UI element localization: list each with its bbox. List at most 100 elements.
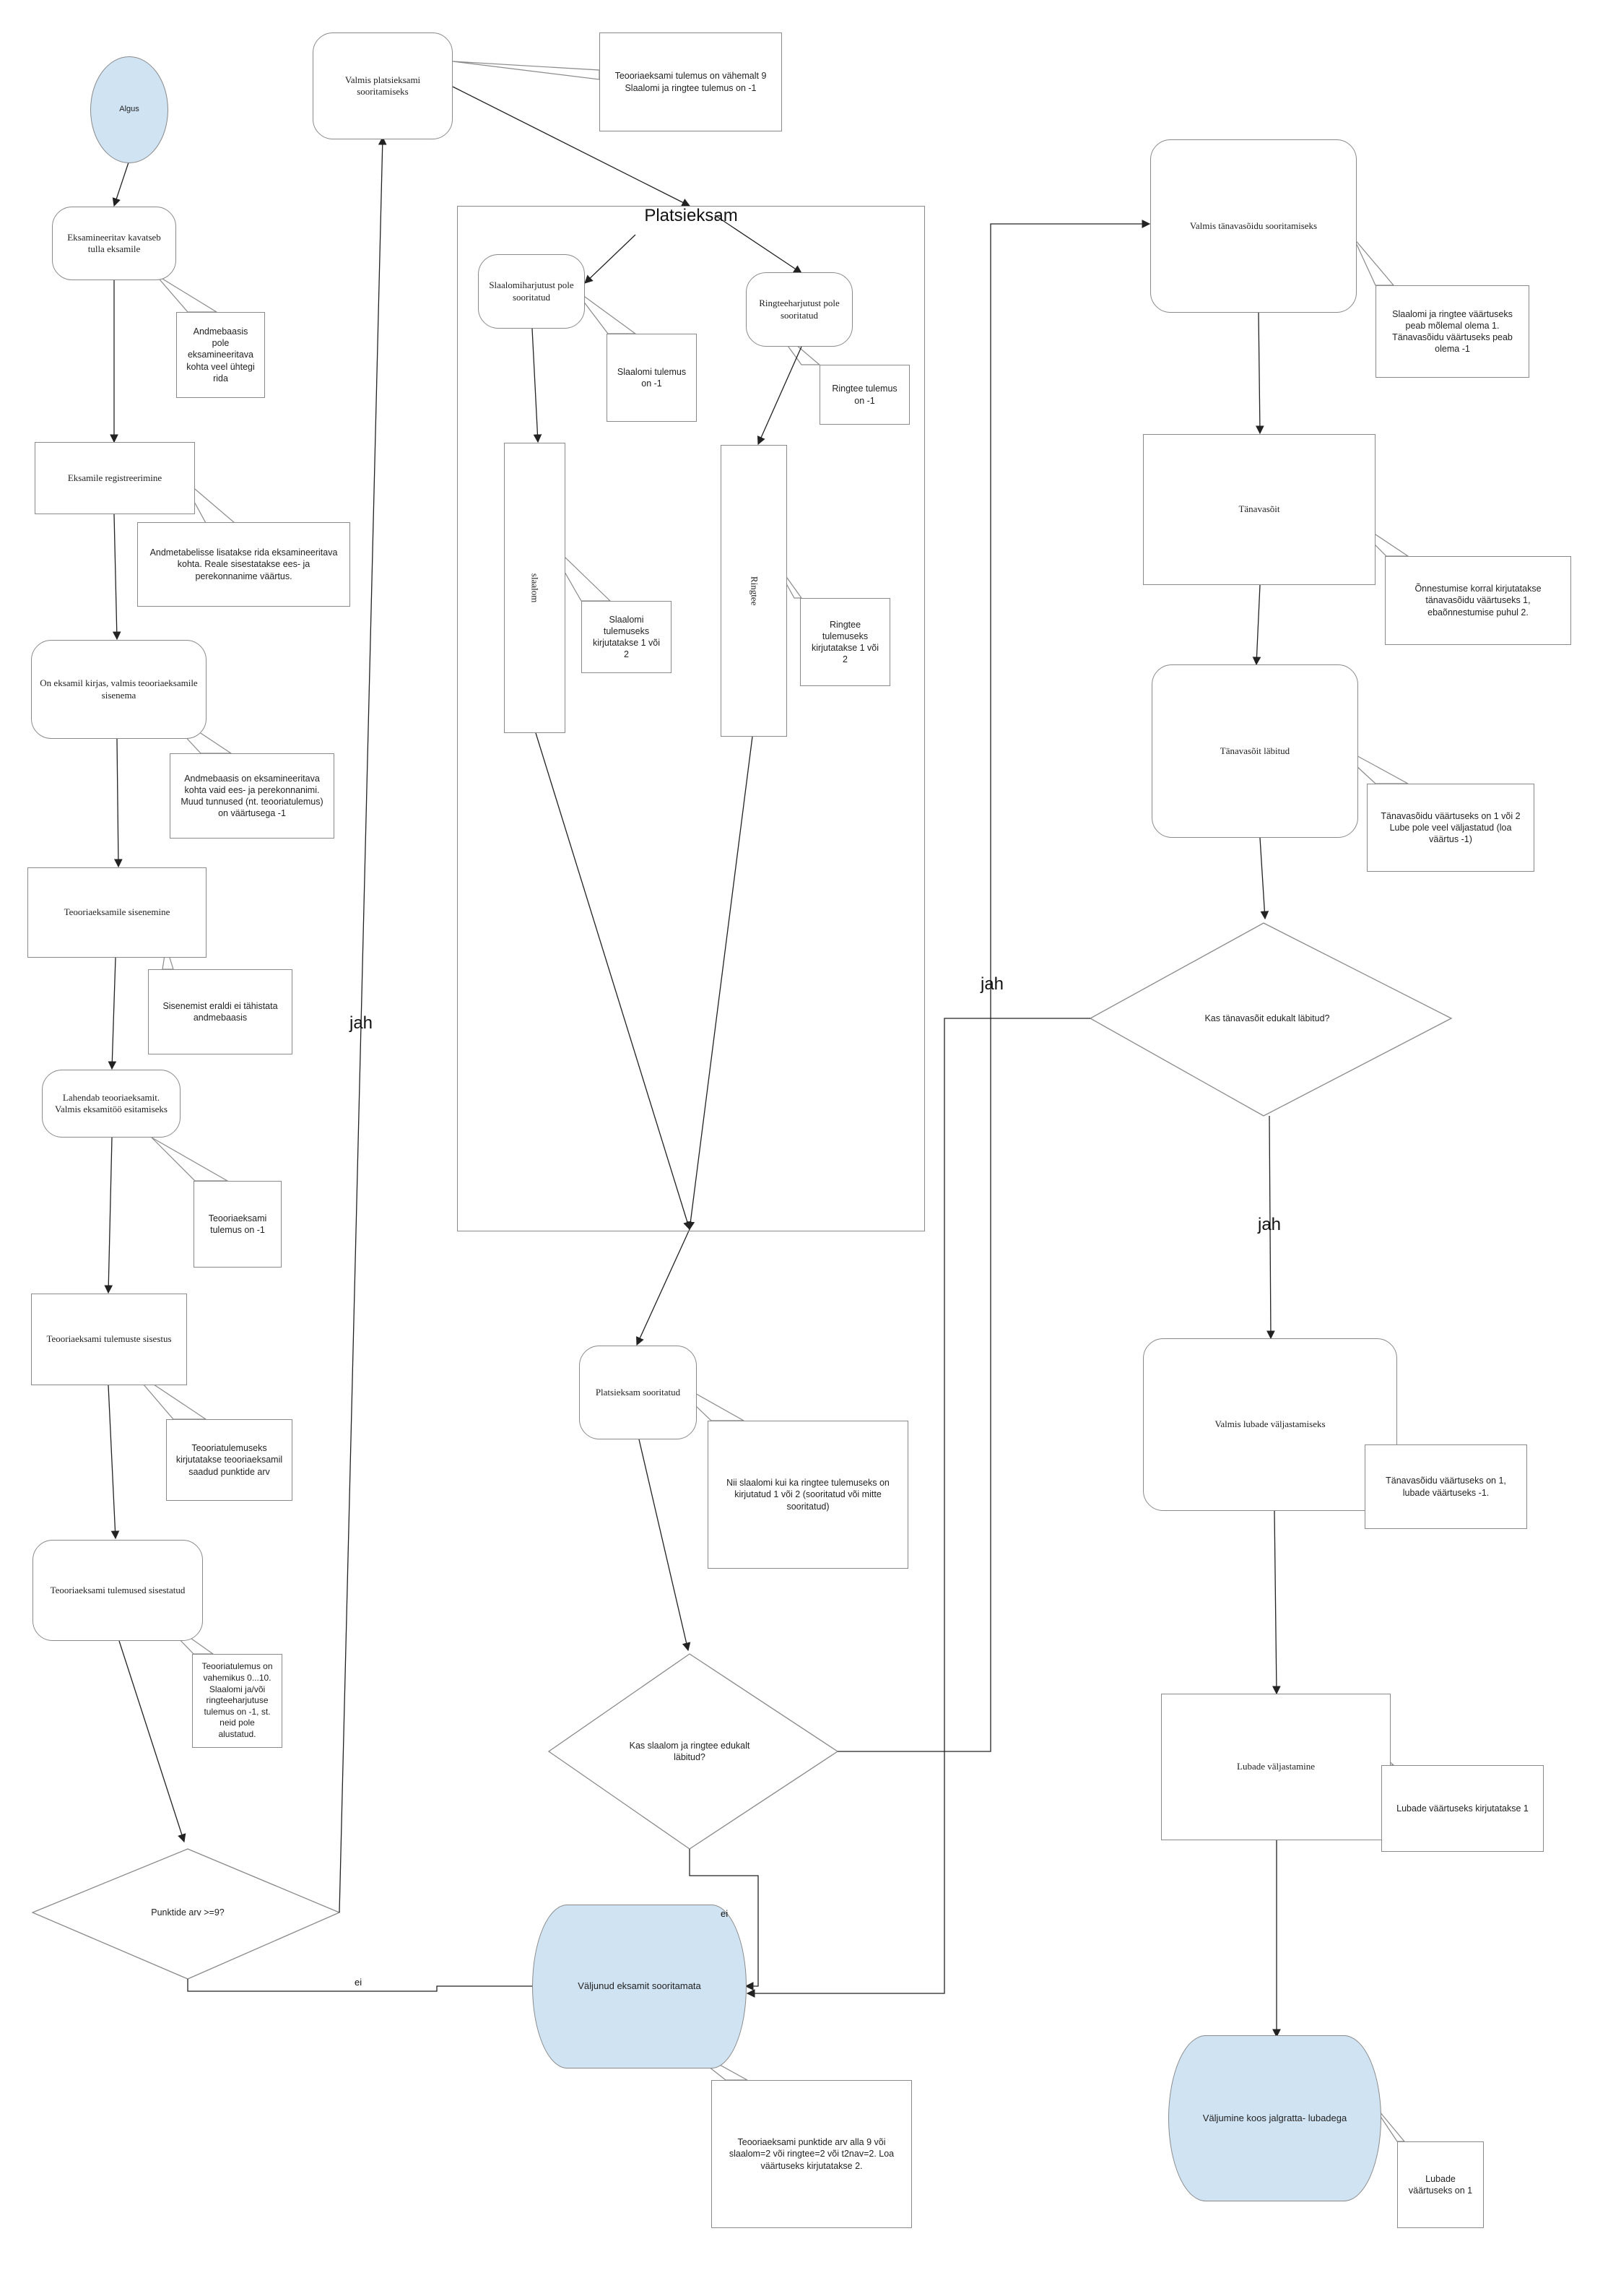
edge-tanavasoit-labitud [1252, 584, 1261, 666]
edge-plats-slaalom [584, 234, 636, 284]
step-valmis-tanavasoit-label: Valmis tänavasõidu sooritamiseks [1189, 220, 1318, 231]
note-ringtee-tulemus-1-text: Ringtee tulemus on -1 [832, 384, 898, 406]
note-ringtee-tulemus-1: Ringtee tulemus on -1 [820, 365, 910, 425]
edge-kasslaalom-jah [838, 220, 1151, 1752]
note-lubade-on-1: Lubade väärtuseks on 1 [1397, 2141, 1484, 2228]
start-node[interactable]: Algus [90, 56, 168, 163]
note-alla-9: Teooriaeksami punktide arv alla 9 või sl… [711, 2080, 912, 2228]
note-molemal-olema-text: Slaalomi ja ringtee väärtuseks peab mõle… [1392, 308, 1513, 355]
note-vahemikus-text: Teooriatulemus on vahemikus 0...10. Slaa… [201, 1661, 273, 1739]
step-tanavasoit-labitud-label: Tänavasõit läbitud [1220, 745, 1290, 756]
step-kavatseb[interactable]: Eksamineeritav kavatseb tulla eksamile [52, 207, 176, 280]
start-label: Algus [119, 105, 139, 114]
note-teooria-tulemus-1: Teooriaeksami tulemus on -1 [194, 1181, 282, 1268]
step-tulemused-sisestatud[interactable]: Teooriaeksami tulemused sisestatud [32, 1540, 203, 1641]
edge-s3-s4 [114, 738, 123, 868]
note-ees-perekonnanimi-text: Andmebaasis on eksamineeritava kohta vai… [181, 773, 323, 819]
note-alla-9-text: Teooriaeksami punktide arv alla 9 või sl… [729, 2137, 895, 2171]
step-teooria-sisenemine-label: Teooriaeksamile sisenemine [64, 906, 170, 918]
step-slaalom-pole-label: Slaalomiharjutust pole sooritatud [489, 280, 574, 303]
platsieksam-group [457, 206, 925, 1231]
decision-punktide[interactable]: Punktide arv >=9? [108, 1892, 267, 1933]
step-teooria-sisenemine[interactable]: Teooriaeksamile sisenemine [27, 867, 207, 958]
step-valmis-lubade[interactable]: Valmis lubade väljastamiseks [1143, 1338, 1397, 1511]
step-ringtee-pole[interactable]: Ringteeharjutust pole sooritatud [746, 272, 853, 347]
edge-plats-sooritatud-decision [638, 1439, 691, 1652]
edge-s2-s3 [112, 514, 121, 641]
step-lahendab[interactable]: Lahendab teooriaeksamit. Valmis eksamitö… [42, 1070, 181, 1138]
step-ringtee[interactable]: Ringtee [721, 445, 787, 737]
edge-merge-plats-sooritatud [636, 1229, 690, 1346]
note-ees-perekonnanimi: Andmebaasis on eksamineeritava kohta vai… [170, 753, 334, 839]
edge-algus-s1 [112, 162, 129, 207]
step-ringtee-pole-label: Ringteeharjutust pole sooritatud [759, 298, 840, 321]
step-platsieksam-sooritatud[interactable]: Platsieksam sooritatud [579, 1346, 697, 1439]
step-eksamil-kirjas-label: On eksamil kirjas, valmis teooriaeksamil… [40, 677, 198, 701]
step-eksamil-kirjas[interactable]: On eksamil kirjas, valmis teooriaeksamil… [31, 640, 207, 739]
edge-punktide-jah [339, 136, 387, 1913]
decision-kas-slaalom[interactable]: Kas slaalom ja ringtee edukalt läbitud? [621, 1730, 758, 1773]
edge-label-ei-bottom: ei [355, 1977, 362, 1988]
step-registreerimine-label: Eksamile registreerimine [67, 472, 162, 483]
edge-slaalom-merge [535, 732, 692, 1231]
decision-kas-slaalom-label: Kas slaalom ja ringtee edukalt läbitud? [629, 1740, 750, 1762]
note-onnestumise: Õnnestumise korral kirjutatakse tänavasõ… [1385, 556, 1571, 645]
step-lubade-valjastamine[interactable]: Lubade väljastamine [1161, 1694, 1391, 1840]
platsieksam-title: Platsieksam [644, 206, 738, 225]
note-lubade-kirjutatakse-text: Lubade väärtuseks kirjutatakse 1 [1396, 1803, 1529, 1814]
step-valmis-lubade-label: Valmis lubade väljastamiseks [1214, 1418, 1326, 1430]
note-nii-slaalomi-text: Nii slaalomi kui ka ringtee tulemuseks o… [726, 1478, 890, 1512]
step-kavatseb-label: Eksamineeritav kavatseb tulla eksamile [67, 231, 161, 254]
step-tanavasoit-labitud[interactable]: Tänavasõit läbitud [1152, 664, 1358, 838]
step-valmis-platsieksam-label: Valmis platsieksami sooritamiseks [344, 74, 421, 97]
edge-label-jah-middle: jah [981, 974, 1004, 994]
note-vahemalt-9-text: Teooriaeksami tulemus on vähemalt 9 Slaa… [614, 71, 767, 93]
note-tanav-1-lubade: Tänavasõidu väärtuseks on 1, lubade väär… [1365, 1444, 1527, 1529]
step-slaalom-pole[interactable]: Slaalomiharjutust pole sooritatud [478, 254, 585, 329]
step-valmis-tanavasoit[interactable]: Valmis tänavasõidu sooritamiseks [1150, 139, 1357, 313]
decision-punktide-label: Punktide arv >=9? [151, 1907, 225, 1918]
note-tanav-1-2-text: Tänavasõidu väärtuseks on 1 või 2 Lube p… [1381, 810, 1521, 845]
note-ringtee-1-2-text: Ringtee tulemuseks kirjutatakse 1 või 2 [811, 619, 879, 665]
note-molemal-olema: Slaalomi ja ringtee väärtuseks peab mõle… [1376, 285, 1529, 378]
note-andmebaasis-pole-text: Andmebaasis pole eksamineeritava kohta v… [186, 326, 255, 384]
terminal-valjumine[interactable]: Väljumine koos jalgratta- lubadega [1168, 2035, 1381, 2201]
note-vahemikus: Teooriatulemus on vahemikus 0...10. Slaa… [192, 1654, 282, 1748]
step-tulemuste-sisestus-label: Teooriaeksami tulemuste sisestus [46, 1333, 172, 1345]
step-platsieksam-sooritatud-label: Platsieksam sooritatud [595, 1386, 681, 1398]
note-onnestumise-text: Õnnestumise korral kirjutatakse tänavasõ… [1414, 584, 1542, 618]
step-slaalom[interactable]: slaalom [504, 443, 565, 733]
note-teooriatulemuseks-text: Teooriatulemuseks kirjutatakse teooriaek… [175, 1443, 283, 1477]
step-slaalom-label: slaalom [529, 573, 541, 603]
note-teooriatulemuseks: Teooriatulemuseks kirjutatakse teooriaek… [166, 1419, 292, 1501]
decision-kas-tanav[interactable]: Kas tänavasõit edukalt läbitud? [1184, 1000, 1350, 1036]
step-tulemuste-sisestus[interactable]: Teooriaeksami tulemuste sisestus [31, 1294, 187, 1385]
note-slaalomi-1-2-text: Slaalomi tulemuseks kirjutatakse 1 või 2 [592, 614, 661, 660]
note-lubade-on-1-text: Lubade väärtuseks on 1 [1408, 2173, 1473, 2196]
note-vahemalt-9: Teooriaeksami tulemus on vähemalt 9 Slaa… [599, 33, 782, 131]
note-sisenemist-text: Sisenemist eraldi ei tähistata andmebaas… [162, 1000, 278, 1023]
terminal-valjunud[interactable]: Väljunud eksamit sooritamata [532, 1905, 747, 2068]
edge-s6-s7 [108, 1385, 120, 1540]
edge-s5-s6 [104, 1137, 113, 1294]
step-tanavasoit[interactable]: Tänavasõit [1143, 434, 1376, 585]
decision-tanav-shape [1089, 922, 1453, 1117]
edge-kastanav-jah [1266, 1115, 1275, 1340]
step-valmis-platsieksam[interactable]: Valmis platsieksami sooritamiseks [313, 33, 453, 139]
edge-valmislubade-lubade [1272, 1510, 1281, 1695]
step-tulemused-sisestatud-label: Teooriaeksami tulemused sisestatud [50, 1584, 186, 1595]
terminal-valjunud-label: Väljunud eksamit sooritamata [578, 1980, 701, 1992]
note-nii-slaalomi: Nii slaalomi kui ka ringtee tulemuseks o… [708, 1421, 908, 1569]
edge-label-jah-left: jah [349, 1013, 373, 1033]
note-slaalomi-tulemus-1-text: Slaalomi tulemus on -1 [617, 366, 687, 389]
note-teooria-tulemus-1-text: Teooriaeksami tulemus on -1 [208, 1213, 267, 1235]
edge-ringtee-merge [686, 736, 753, 1231]
step-registreerimine[interactable]: Eksamile registreerimine [35, 442, 195, 514]
edge-slaalompole-slaalom [531, 328, 542, 443]
decision-kas-tanav-label: Kas tänavasõit edukalt läbitud? [1204, 1013, 1330, 1023]
step-lubade-valjastamine-label: Lubade väljastamine [1237, 1761, 1315, 1772]
edge-valmistanav-tanavasoit [1256, 312, 1264, 435]
note-slaalomi-1-2: Slaalomi tulemuseks kirjutatakse 1 või 2 [581, 601, 672, 673]
note-andmebaasis-pole: Andmebaasis pole eksamineeritava kohta v… [176, 312, 265, 398]
